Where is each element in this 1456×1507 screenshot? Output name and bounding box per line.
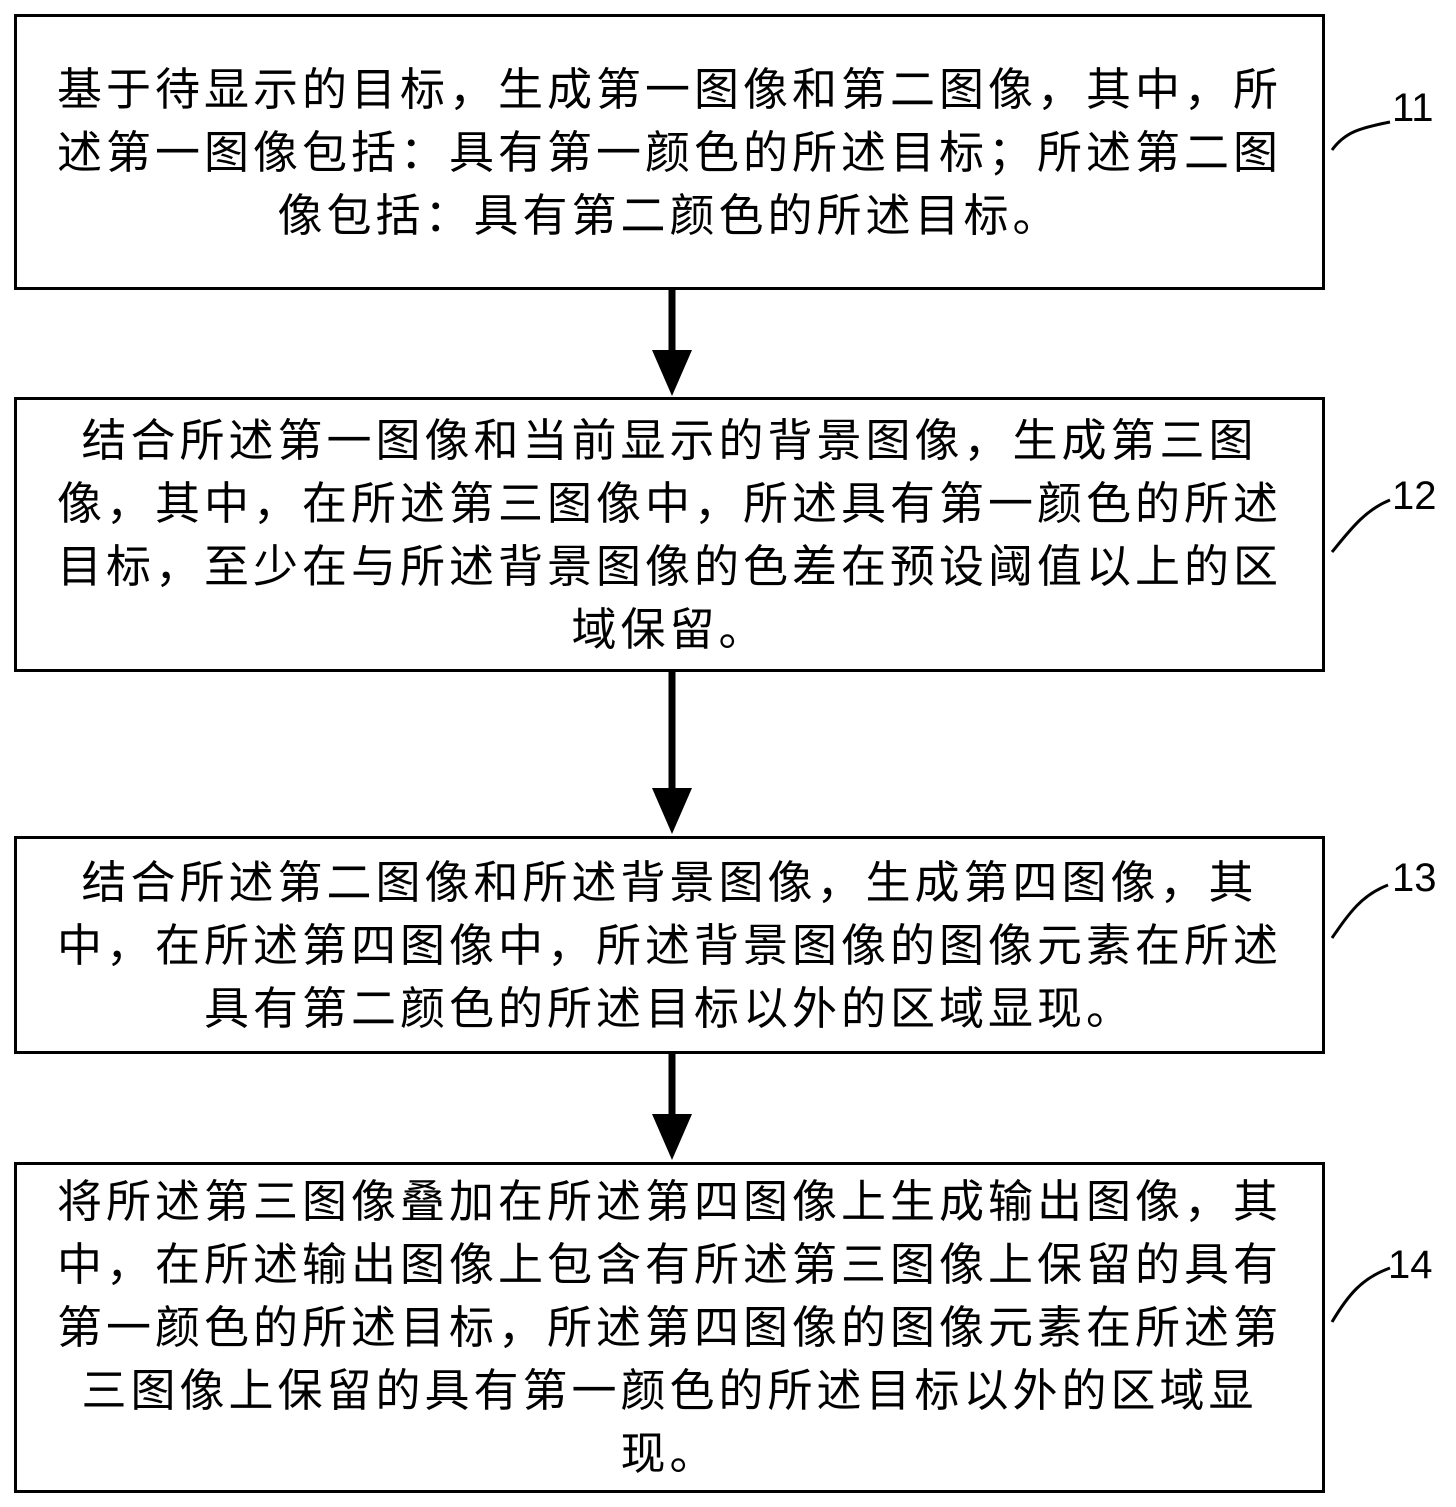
step-text-12: 结合所述第一图像和当前显示的背景图像，生成第三图像，其中，在所述第三图像中，所述… — [56, 413, 1282, 656]
leader-line-12 — [1330, 498, 1391, 553]
leader-line-11 — [1330, 120, 1391, 151]
step-label-13: 13 — [1392, 856, 1437, 900]
step-label-12: 12 — [1392, 474, 1437, 518]
leader-line-13 — [1330, 883, 1389, 939]
step-text-13: 结合所述第二图像和所述背景图像，生成第四图像，其中，在所述第四图像中，所述背景图… — [56, 855, 1282, 1035]
flow-arrow-11-12 — [652, 290, 692, 396]
leader-line-14 — [1330, 1266, 1391, 1323]
step-text-11: 基于待显示的目标，生成第一图像和第二图像，其中，所述第一图像包括：具有第一颜色的… — [56, 62, 1282, 242]
flow-arrow-13-14 — [652, 1054, 692, 1160]
step-text-14: 将所述第三图像叠加在所述第四图像上生成输出图像，其中，在所述输出图像上包含有所述… — [56, 1175, 1282, 1480]
step-box-14: 将所述第三图像叠加在所述第四图像上生成输出图像，其中，在所述输出图像上包含有所述… — [14, 1162, 1325, 1493]
step-box-12: 结合所述第一图像和当前显示的背景图像，生成第三图像，其中，在所述第三图像中，所述… — [14, 397, 1325, 672]
flow-arrow-12-13 — [652, 672, 692, 834]
step-label-11: 11 — [1392, 86, 1434, 130]
step-box-11: 基于待显示的目标，生成第一图像和第二图像，其中，所述第一图像包括：具有第一颜色的… — [14, 14, 1325, 290]
step-label-14: 14 — [1388, 1243, 1433, 1287]
step-box-13: 结合所述第二图像和所述背景图像，生成第四图像，其中，在所述第四图像中，所述背景图… — [14, 836, 1325, 1054]
